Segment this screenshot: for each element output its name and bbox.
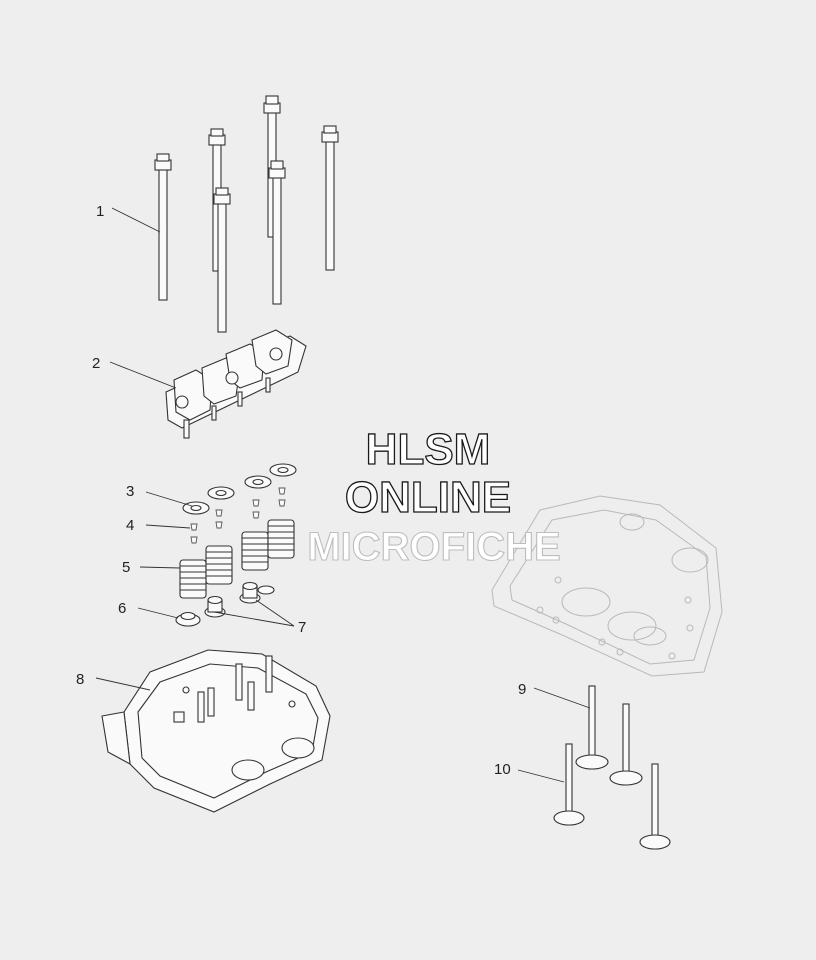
callout-4: 4 <box>126 517 134 534</box>
ghost-cylinder-head <box>491 495 723 677</box>
valve <box>639 763 671 850</box>
watermark-line-3: MICROFICHE <box>307 525 560 569</box>
valve <box>553 743 585 826</box>
callout-1: 1 <box>96 203 104 220</box>
watermark-line-2: ONLINE <box>345 473 511 522</box>
valve-springs <box>179 519 295 599</box>
head-bolt <box>154 153 172 301</box>
valve-spring <box>241 531 269 571</box>
callout-9: 9 <box>518 681 526 698</box>
valve <box>609 703 643 786</box>
callout-8: 8 <box>76 671 84 688</box>
valve-spring <box>205 545 233 585</box>
rocker-arm-assembly <box>165 329 307 439</box>
callout-10: 10 <box>494 761 511 778</box>
callout-3: 3 <box>126 483 134 500</box>
valve-keepers <box>190 487 286 544</box>
head-bolt <box>213 187 231 333</box>
watermark-line-1: HLSM <box>366 425 491 474</box>
callout-5: 5 <box>122 559 130 576</box>
spring-seat <box>175 611 201 627</box>
valve <box>575 685 609 770</box>
cylinder-head <box>101 649 331 813</box>
valves <box>553 685 671 850</box>
callout-6: 6 <box>118 600 126 617</box>
callout-labels: 1 2 3 4 5 6 7 8 9 10 <box>76 203 526 778</box>
head-bolt <box>268 160 286 305</box>
watermark: HLSM ONLINE MICROFICHE <box>307 424 561 569</box>
callout-2: 2 <box>92 355 100 372</box>
callout-7: 7 <box>298 619 306 636</box>
leader-lines <box>95 207 591 783</box>
spring-washers <box>182 463 297 515</box>
valve-spring <box>179 559 207 599</box>
valve-spring <box>267 519 295 559</box>
head-bolts <box>154 95 339 333</box>
head-bolt <box>321 125 339 271</box>
